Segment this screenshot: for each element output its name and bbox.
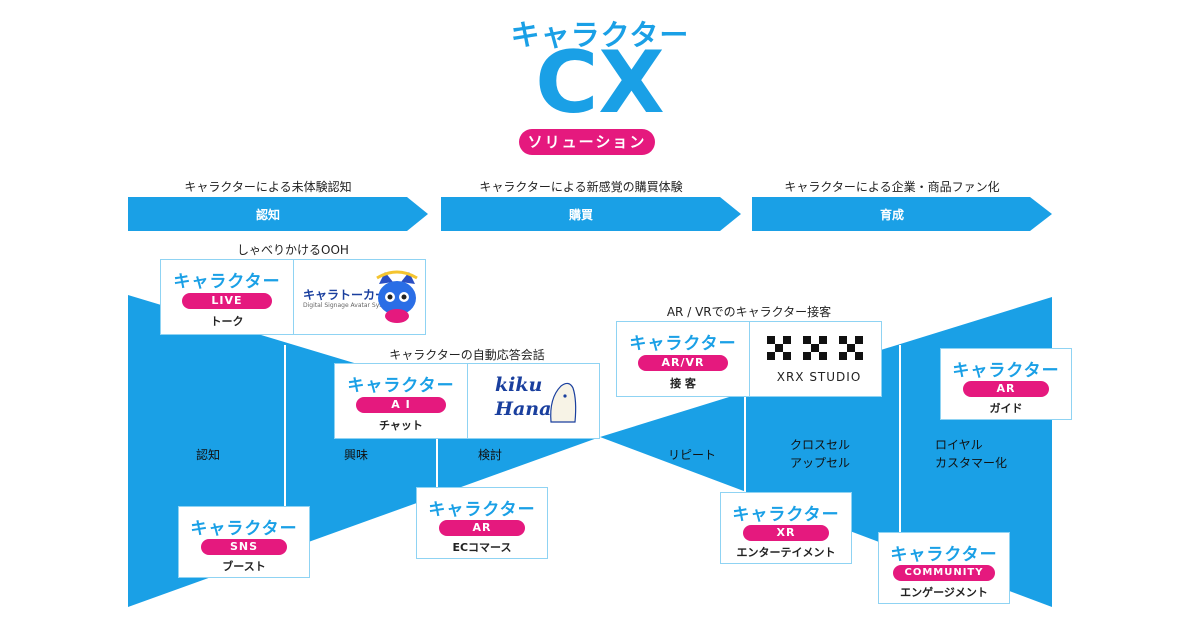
card-arvr[interactable]: キャラクター AR/VR 接 客 XRX STUDIO — [616, 321, 882, 397]
section-caption-arvr: AR / VRでのキャラクター接客 — [666, 305, 832, 319]
title-pill: ソリューション — [519, 129, 655, 155]
phase-arrow-2 — [441, 197, 741, 231]
phase-label-1: 認知 — [255, 208, 280, 222]
stage-loyal2: カスタマー化 — [935, 456, 1008, 470]
card-ar-guide-sub: ガイド — [989, 402, 1023, 415]
card-ar-guide[interactable]: キャラクター AR ガイド — [940, 348, 1072, 420]
phase-caption-3: キャラクターによる企業・商品ファン化 — [784, 180, 1000, 194]
title-top: キャラクター — [510, 18, 690, 52]
section-caption-auto: キャラクターの自動応答会話 — [389, 348, 545, 362]
stage-cross1: クロスセル — [790, 438, 851, 452]
card-sns-tag: SNS — [201, 539, 287, 555]
card-xr[interactable]: キャラクター XR エンターテイメント — [720, 492, 852, 564]
card-ar-ec-tag: AR — [439, 520, 525, 536]
title-main: CX — [535, 33, 665, 133]
card-ai-brand: キャラクター — [347, 376, 455, 396]
card-sns-brand: キャラクター — [190, 519, 298, 539]
card-sns-sub: ブースト — [222, 560, 266, 573]
card-ar-ec-sub: ECコマース — [452, 541, 512, 554]
card-ai[interactable]: キャラクター A I チャット kiku Hana — [334, 363, 600, 439]
kikuhana-character-icon — [550, 382, 577, 423]
stage-kento: 検討 — [478, 448, 503, 462]
phase-label-3: 育成 — [879, 208, 904, 222]
kikuhana-logo-bottom: Hana — [495, 398, 552, 420]
card-xr-sub: エンターテイメント — [736, 546, 836, 559]
kikuhana-logo-top: kiku — [495, 374, 543, 396]
card-ar-guide-brand: キャラクター — [952, 361, 1060, 381]
phase-label-2: 購買 — [568, 208, 593, 222]
phase-caption-2: キャラクターによる新感覚の購買体験 — [479, 180, 683, 194]
card-xr-tag: XR — [743, 525, 829, 541]
stage-repeat: リピート — [668, 448, 717, 462]
stage-loyal1: ロイヤル — [935, 438, 983, 452]
stage-cross2: アップセル — [790, 456, 851, 470]
card-community[interactable]: キャラクター COMMUNITY エンゲージメント — [878, 532, 1010, 604]
card-arvr-tag: AR/VR — [638, 355, 728, 371]
funnel-right — [600, 297, 1052, 607]
card-live[interactable]: キャラクター LIVE トーク キャラトーカー Digital Signage … — [160, 259, 426, 335]
chara-talker-mascot-icon — [376, 270, 418, 323]
card-ai-tag: A I — [356, 397, 446, 413]
card-ar-ec[interactable]: キャラクター AR ECコマース — [416, 487, 548, 559]
card-community-brand: キャラクター — [890, 545, 998, 565]
phase-caption-1: キャラクターによる未体験認知 — [184, 180, 352, 194]
card-arvr-sub: 接 客 — [670, 377, 696, 390]
chara-talker-logo: キャラトーカー — [303, 288, 388, 302]
card-community-tag: COMMUNITY — [893, 565, 995, 581]
phase-arrow-3 — [752, 197, 1052, 231]
chara-talker-logo-sub: Digital Signage Avatar System — [303, 302, 395, 309]
xrx-pixel-logo-icon — [767, 336, 863, 360]
card-ar-ec-brand: キャラクター — [428, 500, 536, 520]
card-sns[interactable]: キャラクター SNS ブースト — [178, 506, 310, 578]
card-live-sub: トーク — [210, 315, 244, 328]
card-xr-brand: キャラクター — [732, 505, 840, 525]
stage-kyomi: 興味 — [344, 448, 369, 462]
card-arvr-brand: キャラクター — [629, 334, 737, 354]
card-live-brand: キャラクター — [173, 272, 281, 292]
section-caption-ooh: しゃべりかけるOOH — [237, 243, 349, 257]
card-live-tag: LIVE — [182, 293, 272, 309]
stage-ninchi: 認知 — [196, 448, 221, 462]
phase-arrow-1 — [128, 197, 428, 231]
card-community-sub: エンゲージメント — [900, 586, 988, 599]
xrx-logo-text: XRX STUDIO — [776, 370, 862, 384]
card-ar-guide-tag: AR — [963, 381, 1049, 397]
card-ai-sub: チャット — [379, 419, 423, 432]
